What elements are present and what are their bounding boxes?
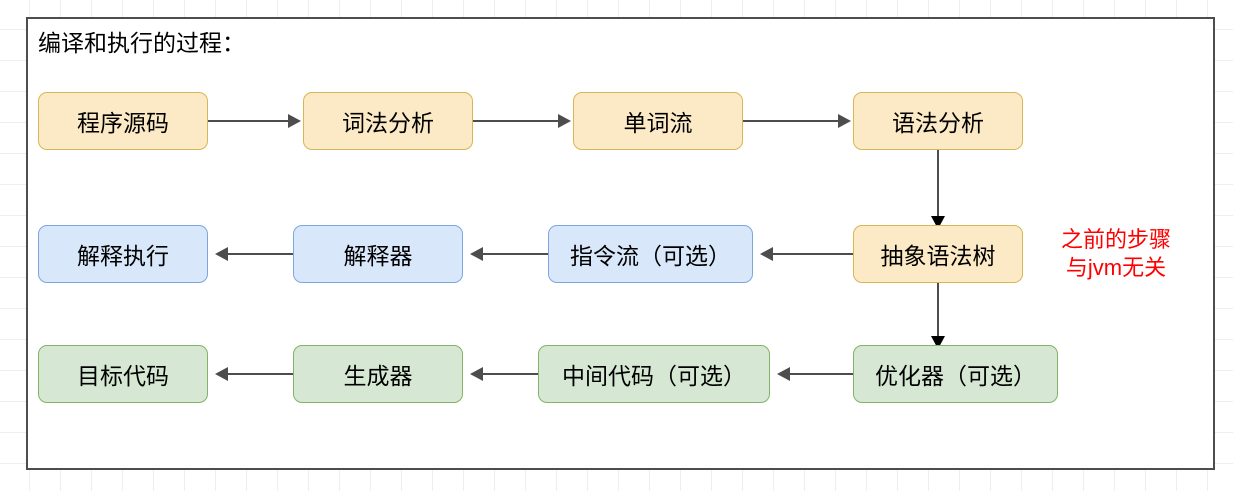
arrowhead-left-icon	[777, 367, 790, 381]
edge-instructions-to-interpreter	[483, 253, 548, 255]
edge-syntax-to-ast	[937, 150, 939, 218]
node-label: 解释器	[343, 243, 413, 269]
edge-optimizer-to-intermediate	[790, 373, 853, 375]
node-label: 目标代码	[77, 363, 169, 389]
arrowhead-right-icon	[838, 114, 851, 128]
node-intermediate-code[interactable]: 中间代码（可选）	[538, 345, 770, 403]
node-source-code[interactable]: 程序源码	[38, 92, 208, 150]
arrowhead-right-icon	[558, 114, 571, 128]
edge-source-to-lexical	[208, 120, 288, 122]
edge-generator-to-target	[228, 373, 293, 375]
node-syntax-analysis[interactable]: 语法分析	[853, 92, 1023, 150]
annotation-jvm-note: 之前的步骤 与jvm无关	[1060, 227, 1171, 281]
node-label: 抽象语法树	[880, 243, 996, 269]
node-label: 指令流（可选）	[570, 243, 731, 269]
edge-intermediate-to-generator	[483, 373, 538, 375]
node-label: 程序源码	[77, 110, 169, 136]
node-label: 生成器	[343, 363, 413, 389]
node-lexical-analysis[interactable]: 词法分析	[303, 92, 473, 150]
node-token-stream[interactable]: 单词流	[573, 92, 743, 150]
node-label: 优化器（可选）	[875, 363, 1036, 389]
node-label: 语法分析	[892, 110, 984, 136]
arrowhead-left-icon	[760, 247, 773, 261]
node-label: 中间代码（可选）	[562, 363, 746, 389]
node-label: 解释执行	[77, 243, 169, 269]
node-interpreter[interactable]: 解释器	[293, 225, 463, 283]
page-title: 编译和执行的过程：	[38, 30, 245, 56]
edge-tokens-to-syntax	[743, 120, 838, 122]
node-label: 单词流	[623, 110, 693, 136]
edge-ast-to-instructions	[773, 253, 853, 255]
arrowhead-left-icon	[470, 247, 483, 261]
edge-lexical-to-tokens	[473, 120, 558, 122]
arrowhead-left-icon	[470, 367, 483, 381]
node-generator[interactable]: 生成器	[293, 345, 463, 403]
edge-interpreter-to-execute	[228, 253, 293, 255]
arrowhead-right-icon	[288, 114, 301, 128]
node-instruction-stream[interactable]: 指令流（可选）	[548, 225, 753, 283]
arrowhead-left-icon	[215, 247, 228, 261]
node-interpret-execute[interactable]: 解释执行	[38, 225, 208, 283]
node-optimizer[interactable]: 优化器（可选）	[853, 345, 1058, 403]
node-target-code[interactable]: 目标代码	[38, 345, 208, 403]
node-abstract-syntax-tree[interactable]: 抽象语法树	[853, 225, 1023, 283]
arrowhead-left-icon	[215, 367, 228, 381]
edge-ast-to-optimizer	[937, 283, 939, 338]
node-label: 词法分析	[342, 110, 434, 136]
